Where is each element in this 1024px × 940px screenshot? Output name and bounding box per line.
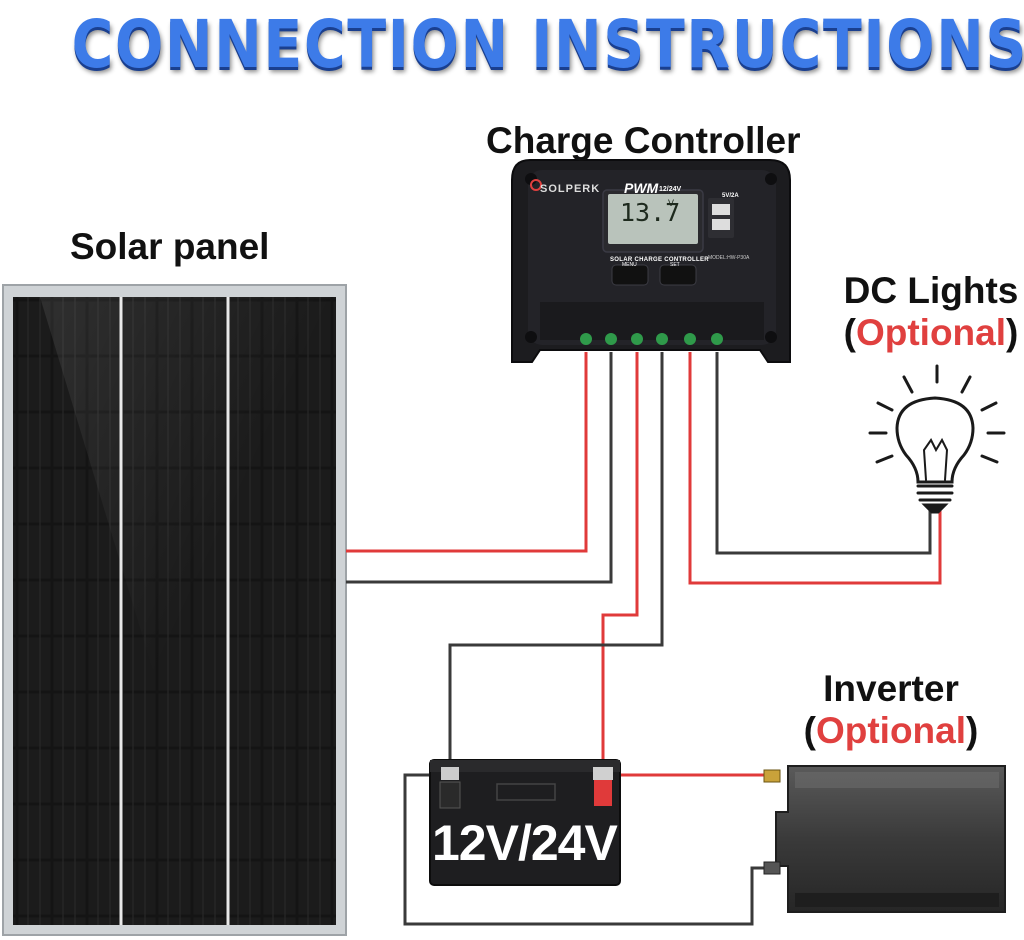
load-positive-wire [688,352,942,585]
inverter [763,765,1006,913]
terminal-battery-positive [631,333,643,345]
controller-lcd-reading: 13.7 [620,198,681,227]
inverter-optional: (Optional) [803,710,979,751]
terminal-load-negative [711,333,723,345]
controller-panel-label: SOLAR CHARGE CONTROLLER [610,257,709,263]
battery-positive-wire [601,352,639,772]
panel-positive-wire [346,352,588,553]
inverter-title: Inverter [823,668,959,709]
charge-controller [511,159,791,363]
dc-lights-optional: (Optional) [843,312,1019,353]
inverter-negative-terminal [763,861,781,875]
controller-terminals [580,333,723,345]
terminal-battery-negative [656,333,668,345]
wires [346,352,942,926]
controller-usb-rating: 5V/2A [722,193,739,199]
controller-model: MODEL:HW-P30A [708,255,750,261]
battery-negative-terminal [441,767,459,780]
battery-negative-wire [448,352,664,772]
controller-lcd-unit: V [668,198,675,208]
label-charge-controller: Charge Controller [486,120,801,161]
dc-lights-title: DC Lights [843,270,1019,311]
label-inverter: Inverter (Optional) [800,668,982,752]
battery [429,759,621,886]
battery-positive-terminal [593,767,613,780]
battery-label: 12V/24V [432,815,618,871]
terminal-pv-negative [605,333,617,345]
page-title: CONNECTION INSTRUCTIONS [71,6,1024,83]
controller-menu-button-label: MENU [622,262,637,268]
inverter-negative-wire [403,773,776,926]
panel-negative-wire [346,352,613,584]
lightbulb-icon [868,364,1006,514]
controller-voltage-rating: 12/24V [659,186,682,193]
load-negative-wire [715,352,932,555]
terminal-load-positive [684,333,696,345]
label-dc-lights: DC Lights (Optional) [838,270,1024,354]
controller-set-button-label: SET [670,262,680,268]
label-solar-panel: Solar panel [70,226,270,267]
controller-brand: SOLPERK [540,183,601,195]
solar-panel [2,284,347,936]
inverter-positive-terminal [763,769,781,783]
terminal-pv-positive [580,333,592,345]
controller-mode: PWM [624,180,659,196]
